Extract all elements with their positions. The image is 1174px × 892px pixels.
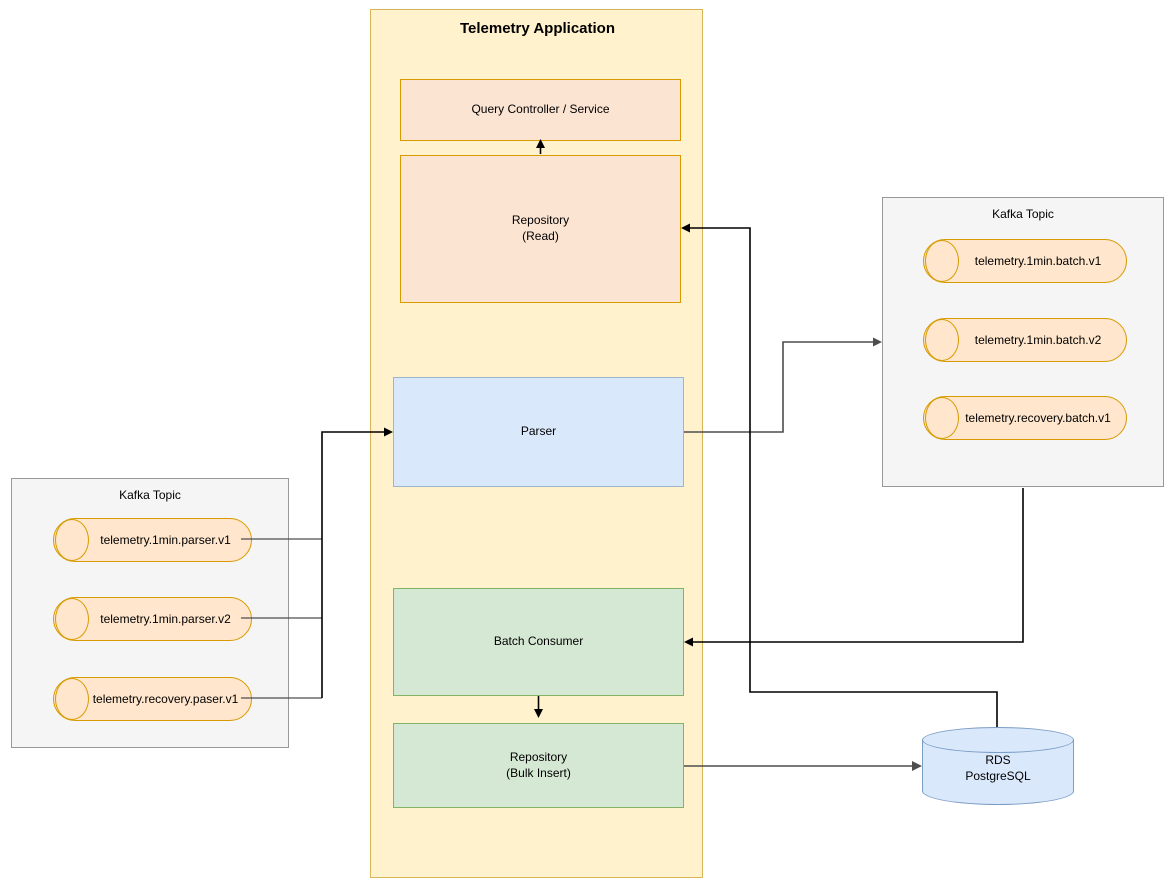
repository-read-label: Repository (Read) [511, 213, 570, 243]
kafka-topic-telemetry-1min-batch-v1[interactable]: telemetry.1min.batch.v1 [923, 239, 1127, 283]
kafka-topic-telemetry-1min-batch-v2[interactable]: telemetry.1min.batch.v2 [923, 318, 1127, 362]
database-cylinder-top [922, 727, 1074, 753]
repository-read-node[interactable]: Repository (Read) [400, 155, 681, 303]
repository-bulk-insert-node[interactable]: Repository (Bulk Insert) [393, 723, 684, 808]
edge-kafka-right-to-batch-consumer [684, 488, 1024, 647]
kafka-topic-label: telemetry.1min.parser.v2 [100, 612, 231, 626]
kafka-topic-label: telemetry.1min.parser.v1 [100, 533, 231, 547]
kafka-topic-label: telemetry.1min.batch.v1 [974, 254, 1102, 268]
parser-node[interactable]: Parser [393, 377, 684, 487]
query-controller-service-label: Query Controller / Service [471, 102, 610, 117]
rds-postgresql-database-node[interactable]: RDS PostgreSQL [922, 727, 1074, 805]
kafka-topic-telemetry-1min-parser-v1[interactable]: telemetry.1min.parser.v1 [53, 518, 252, 562]
kafka-topic-group-right-title: Kafka Topic [992, 207, 1054, 221]
parser-label: Parser [520, 424, 557, 439]
batch-consumer-node[interactable]: Batch Consumer [393, 588, 684, 696]
query-controller-service-node[interactable]: Query Controller / Service [400, 79, 681, 141]
kafka-topic-telemetry-1min-parser-v2[interactable]: telemetry.1min.parser.v2 [53, 597, 252, 641]
batch-consumer-label: Batch Consumer [493, 634, 584, 649]
kafka-topic-group-left[interactable]: Kafka Topic telemetry.1min.parser.v1 tel… [11, 478, 289, 748]
repository-bulk-insert-label: Repository (Bulk Insert) [506, 749, 571, 780]
edge-parser-to-kafka-right [684, 337, 882, 433]
kafka-topic-telemetry-recovery-batch-v1[interactable]: telemetry.recovery.batch.v1 [923, 396, 1127, 440]
rds-postgresql-label: RDS PostgreSQL [965, 753, 1031, 783]
telemetry-application-title: Telemetry Application [459, 20, 616, 37]
edge-repository-bulk-to-rds [684, 761, 922, 771]
kafka-topic-group-left-title: Kafka Topic [119, 488, 181, 502]
kafka-topic-label: telemetry.recovery.paser.v1 [92, 692, 239, 706]
kafka-topic-label: telemetry.1min.batch.v2 [974, 333, 1102, 347]
kafka-topic-label: telemetry.recovery.batch.v1 [965, 411, 1111, 425]
kafka-topic-telemetry-recovery-paser-v1[interactable]: telemetry.recovery.paser.v1 [53, 677, 252, 721]
kafka-topic-group-right[interactable]: Kafka Topic telemetry.1min.batch.v1 tele… [882, 197, 1164, 487]
